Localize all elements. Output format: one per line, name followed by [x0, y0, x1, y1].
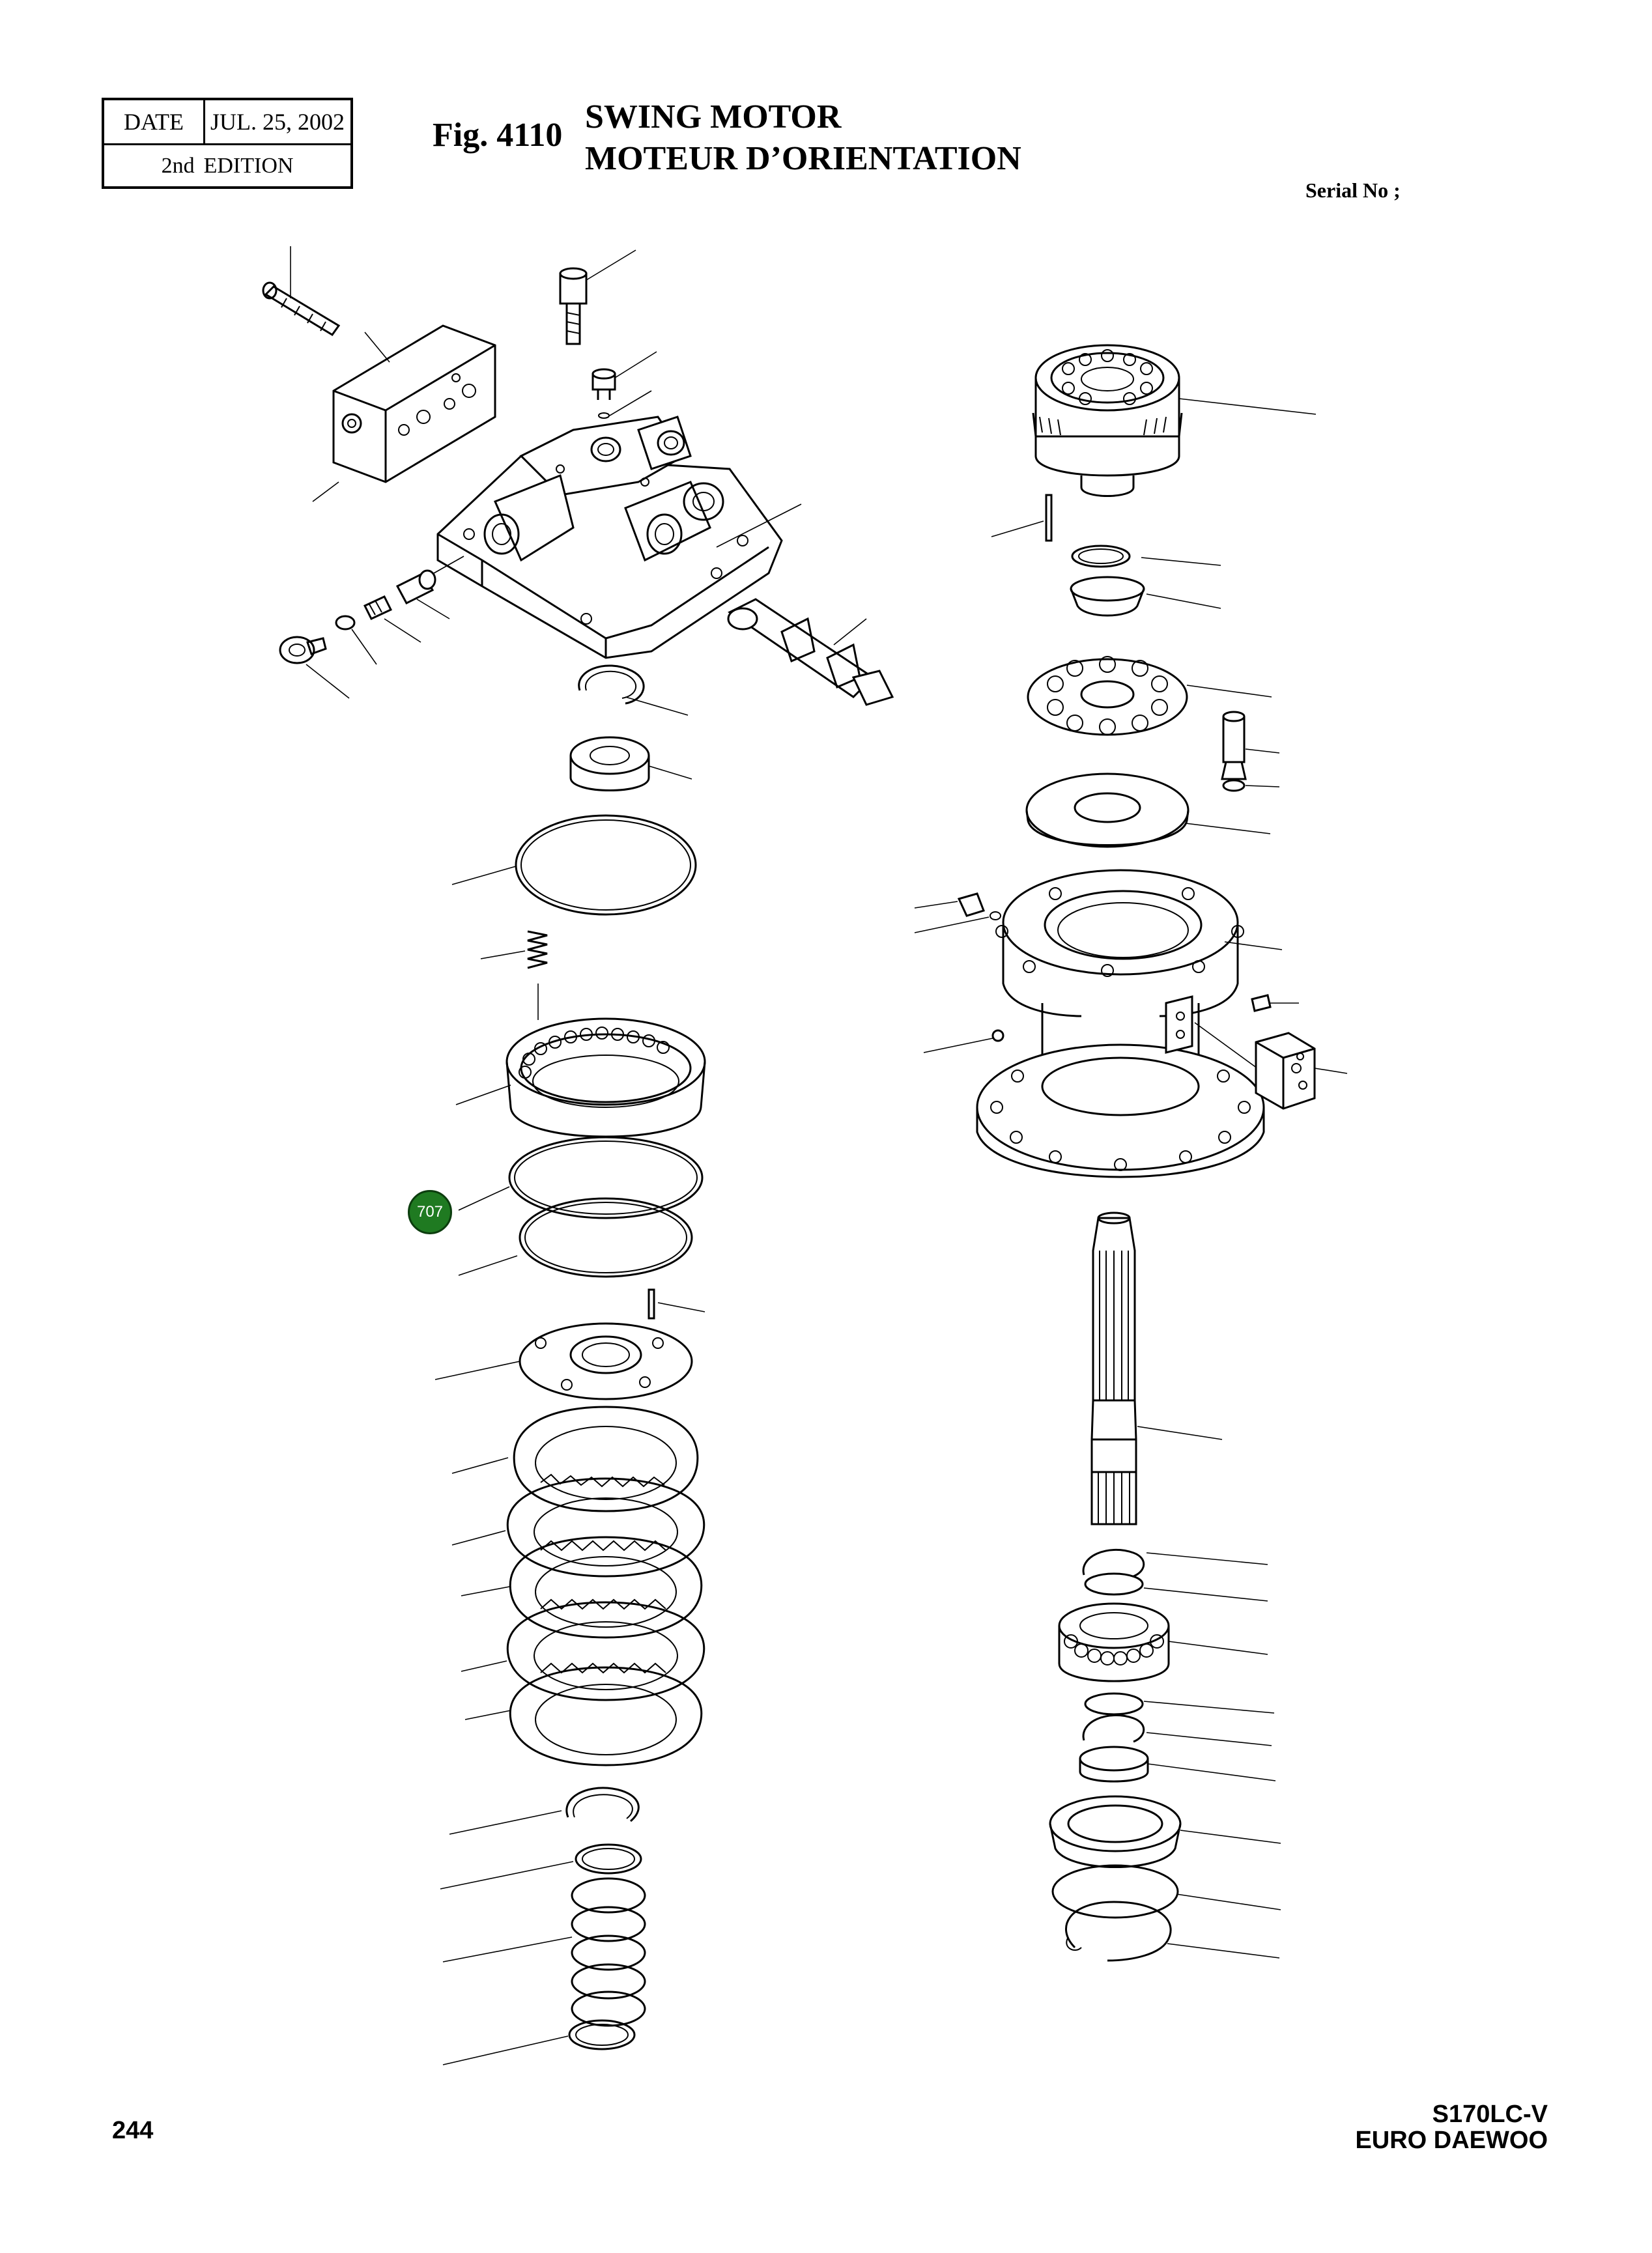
spherical-bushing [1070, 576, 1221, 617]
piston-shoe [1221, 711, 1280, 792]
o-ring-707-upper [458, 1136, 704, 1219]
model-block: S170LC-V EURO DAEWOO [1355, 2101, 1548, 2153]
valve-block-right [1255, 1032, 1348, 1110]
snap-ring-upper [578, 664, 689, 716]
snap-ring-right-1 [1082, 1549, 1268, 1578]
ring-right-3 [1084, 1692, 1275, 1716]
oil-seal-holder [1049, 1795, 1281, 1868]
o-ring-right-bottom [1051, 1864, 1281, 1919]
friction-plate-2 [461, 1536, 703, 1639]
valve-spool [727, 598, 894, 706]
plug-assembly [279, 556, 464, 699]
spring-small [480, 930, 548, 1020]
roller-bearing [1058, 1602, 1268, 1682]
socket-screw [559, 249, 636, 345]
snap-ring-lower [449, 1787, 640, 1835]
part-callout-707[interactable]: 707 [408, 1190, 452, 1234]
model-name: S170LC-V [1432, 2101, 1548, 2128]
spring-seat-lower [442, 2019, 636, 2065]
bearing-upper [569, 736, 692, 791]
relief-valve-block [312, 324, 496, 502]
serial-number-label: Serial No ; [1305, 178, 1401, 202]
valve-cover-housing [436, 416, 802, 659]
date-row: DATE JUL. 25, 2002 [104, 100, 350, 145]
page-number: 244 [112, 2117, 154, 2144]
bolt-long [262, 246, 341, 337]
date-value: JUL. 25, 2002 [210, 109, 345, 135]
collar-right [1079, 1746, 1276, 1783]
edition-row: 2nd EDITION [104, 145, 350, 188]
edition-value: EDITION [203, 154, 294, 178]
title-french: MOTEUR D’ORIENTATION [585, 140, 1021, 177]
steel-plate-1 [451, 1477, 705, 1578]
motor-casing [976, 869, 1283, 1178]
o-ring-707-lower [458, 1197, 693, 1278]
brake-piston [455, 1017, 706, 1138]
plug-right-small [914, 892, 1001, 933]
brake-spring-large [442, 1877, 646, 2027]
snap-ring-right-2 [1082, 1714, 1272, 1746]
pin-right [991, 494, 1053, 542]
spring-seat-upper [440, 1843, 642, 1890]
title-english: SWING MOTOR [585, 98, 842, 135]
edition-label: 2nd [161, 154, 195, 178]
brand-name: EURO DAEWOO [1355, 2127, 1548, 2154]
swash-plate [1025, 772, 1271, 848]
small-plug-casing [923, 1029, 1004, 1053]
friction-plate-3 [464, 1666, 703, 1766]
cylinder-block [1032, 344, 1317, 497]
ring-right-1 [1071, 545, 1221, 568]
friction-plate-1 [451, 1406, 699, 1512]
steel-plate-2 [461, 1601, 705, 1701]
snap-ring-right-bottom [1065, 1901, 1280, 1962]
figure-number: Fig. 4110 [433, 117, 563, 154]
date-label: DATE [104, 100, 205, 143]
screw-small-right [1251, 994, 1299, 1012]
plug-small [591, 351, 657, 419]
separator-plate [434, 1322, 693, 1400]
date-edition-box: DATE JUL. 25, 2002 2nd EDITION [102, 98, 353, 189]
pin-small [648, 1288, 705, 1320]
o-ring-large [451, 814, 697, 916]
retainer-plate [1027, 656, 1272, 736]
output-shaft [1090, 1212, 1223, 1525]
ring-right-2 [1084, 1572, 1268, 1602]
